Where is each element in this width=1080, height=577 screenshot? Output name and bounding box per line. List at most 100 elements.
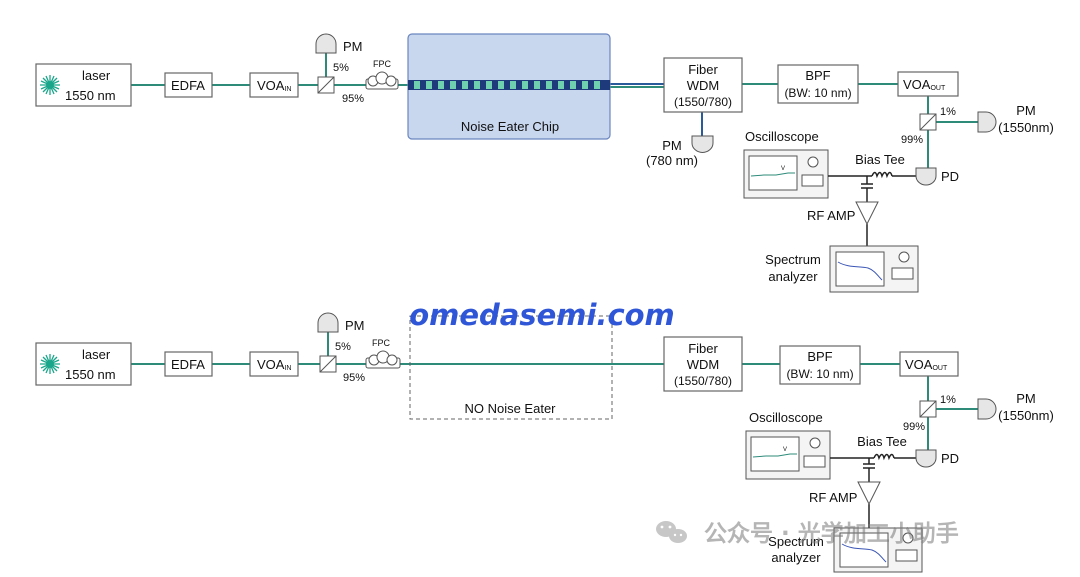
laser-label-bottom: laser — [82, 347, 111, 362]
pd-detector-icon-bottom — [915, 449, 937, 468]
laser-starburst-icon — [40, 75, 60, 95]
voa-out-label-bottom: VOAOUT — [905, 357, 948, 372]
split-95-label: 95% — [342, 93, 364, 105]
setup-top: laser 1550 nm EDFA VOAIN PM 5% 95% FPC — [35, 33, 1054, 293]
beamsplitter-icon — [317, 76, 335, 94]
wdm-line3: (1550/780) — [674, 95, 732, 109]
wechat-account-text: 公众号 · 光学加工小助手 — [704, 520, 959, 547]
bias-tee-label: Bias Tee — [855, 152, 905, 167]
pm-detector-icon-bottom — [317, 312, 339, 333]
bpf-line1: BPF — [805, 68, 830, 83]
sa-line2-bottom: analyzer — [771, 550, 821, 565]
osc-screen-label: V — [781, 166, 785, 172]
voa-out-box-bottom — [899, 351, 959, 377]
laser-starburst-icon-bottom — [40, 354, 60, 374]
wdm-line2-bottom: WDM — [687, 357, 720, 372]
pd-label: PD — [941, 169, 959, 184]
oscilloscope-icon-bottom — [745, 430, 831, 480]
bpf-line1-bottom: BPF — [807, 349, 832, 364]
wechat-icon — [656, 521, 687, 543]
wechat-watermark: 公众号 · 光学加工小助手 — [656, 520, 959, 547]
voa-in-label: VOAIN — [257, 78, 291, 93]
pm780-line2: (780 nm) — [646, 153, 698, 168]
spectrum-analyzer-icon — [829, 245, 919, 293]
fpc-label-bottom: FPC — [372, 338, 391, 348]
rf-amp-label: RF AMP — [807, 208, 855, 223]
bpf-line2: (BW: 10 nm) — [784, 86, 851, 100]
edfa-label: EDFA — [171, 78, 205, 93]
laser-wavelength-bottom: 1550 nm — [65, 367, 116, 382]
beamsplitter-icon-bottom — [319, 355, 337, 373]
rf-amp-icon-bottom — [857, 481, 881, 506]
fpc-paddles-icon — [365, 71, 399, 90]
wdm-box — [663, 57, 743, 113]
pd-label-bottom: PD — [941, 451, 959, 466]
fpc-label: FPC — [373, 59, 392, 69]
wdm-line1-bottom: Fiber — [688, 341, 718, 356]
electrical-wiring-bottom — [830, 457, 916, 530]
setup-bottom: laser 1550 nm EDFA VOAIN PM 5% 95% FPC N… — [35, 312, 1054, 573]
pm1550-line2-bottom: (1550nm) — [998, 408, 1054, 423]
split-1-label: 1% — [940, 106, 956, 118]
rf-amp-icon — [855, 201, 879, 226]
laser-wavelength: 1550 nm — [65, 88, 116, 103]
edfa-box-bottom — [164, 351, 213, 377]
wdm-box-bottom — [663, 336, 743, 392]
chip-waveguide-cells — [414, 81, 600, 89]
edfa-label-bottom: EDFA — [171, 357, 205, 372]
wdm-line2: WDM — [687, 78, 720, 93]
pd-detector-icon — [915, 167, 937, 186]
spectrum-analyzer-icon-bottom — [833, 527, 923, 573]
sa-line1-bottom: Spectrum — [768, 534, 824, 549]
rf-amp-label-bottom: RF AMP — [809, 490, 857, 505]
laser-label: laser — [82, 68, 111, 83]
pm-detector-icon — [315, 33, 337, 54]
split-5-label-bottom: 5% — [335, 341, 351, 353]
fiber-lines-bottom — [131, 332, 978, 452]
bias-tee-inductor-icon-bottom — [873, 453, 895, 461]
beamsplitter-out-icon-bottom — [919, 400, 937, 418]
pm-label: PM — [343, 39, 363, 54]
split-5-label: 5% — [333, 62, 349, 74]
wdm-line1: Fiber — [688, 62, 718, 77]
chip-waveguide — [408, 80, 610, 90]
pm1550-line2: (1550nm) — [998, 120, 1054, 135]
bias-tee-label-bottom: Bias Tee — [857, 434, 907, 449]
pm-label-bottom: PM — [345, 318, 365, 333]
voa-out-box — [897, 71, 959, 97]
voa-out-label: VOAOUT — [903, 77, 946, 92]
osc-screen-label-bottom: V — [783, 447, 787, 453]
fpc-paddles-icon-bottom — [365, 350, 401, 369]
edfa-box — [164, 72, 213, 98]
pm1550-detector-icon-bottom — [977, 398, 997, 420]
pm1550-line1: PM — [1016, 103, 1036, 118]
bpf-box-bottom — [779, 345, 861, 385]
chip-label: Noise Eater Chip — [461, 119, 559, 134]
no-chip-label: NO Noise Eater — [464, 401, 556, 416]
wdm-line3-bottom: (1550/780) — [674, 374, 732, 388]
electrical-wiring-top — [828, 175, 916, 246]
oscilloscope-label: Oscilloscope — [745, 129, 819, 144]
bias-tee-inductor-icon — [871, 171, 893, 179]
split-99-label-bottom: 99% — [903, 421, 925, 433]
split-1-label-bottom: 1% — [940, 394, 956, 406]
split-99-label: 99% — [901, 134, 923, 146]
pm780-detector-icon — [691, 135, 714, 153]
pm780-line1: PM — [662, 138, 682, 153]
voa-in-label-bottom: VOAIN — [257, 357, 291, 372]
split-95-label-bottom: 95% — [343, 372, 365, 384]
bpf-line2-bottom: (BW: 10 nm) — [786, 367, 853, 381]
pm1550-detector-icon — [977, 111, 997, 133]
sa-line1: Spectrum — [765, 252, 821, 267]
oscilloscope-label-bottom: Oscilloscope — [749, 410, 823, 425]
voa-in-box-bottom — [249, 351, 299, 377]
bpf-box — [777, 64, 859, 104]
beamsplitter-out-icon — [919, 113, 937, 131]
no-chip-placeholder — [409, 315, 613, 420]
oscilloscope-icon — [743, 149, 829, 199]
watermark-site: omedasemi.com — [409, 298, 675, 332]
voa-in-box — [249, 72, 299, 98]
pm1550-line1-bottom: PM — [1016, 391, 1036, 406]
sa-line2: analyzer — [768, 269, 818, 284]
